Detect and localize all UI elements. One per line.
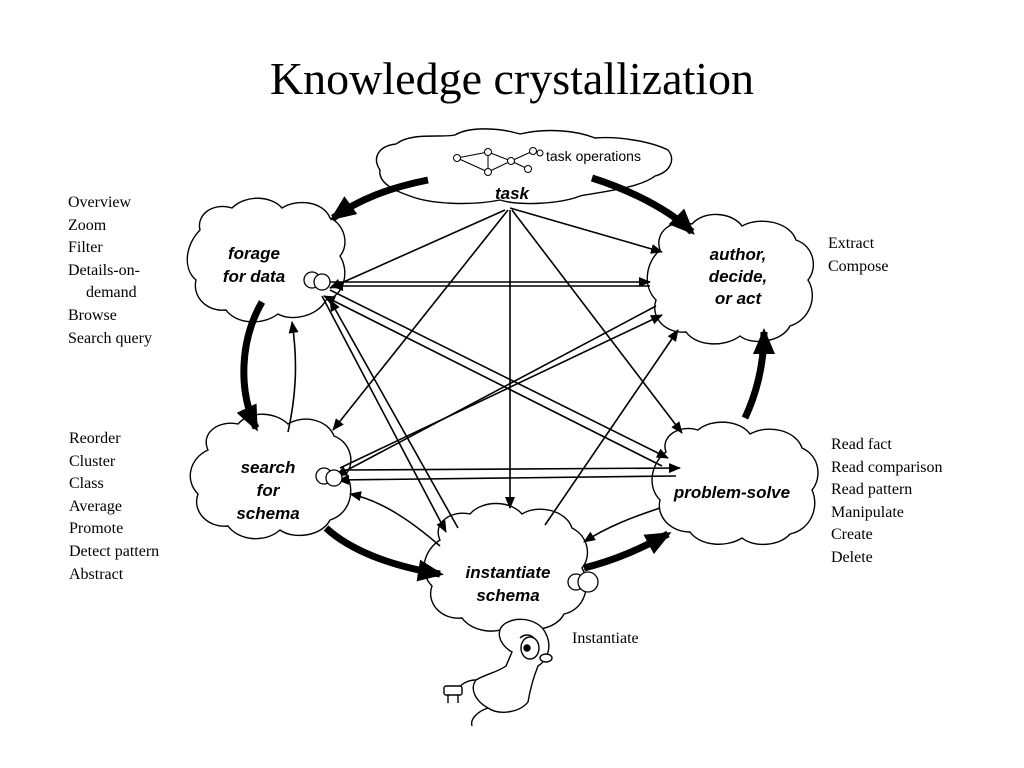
search-op-item: Abstract bbox=[69, 565, 124, 583]
search-to-instantiate-arrow bbox=[323, 525, 444, 582]
search-to-author-line bbox=[339, 314, 663, 469]
instantiate-to-search-return-arrow bbox=[349, 491, 441, 547]
author-label-line-3: or act bbox=[715, 289, 763, 308]
forage-to-search-arrow bbox=[236, 300, 266, 432]
search-cloud bbox=[189, 413, 352, 540]
forage-op-item: Details-on- bbox=[68, 261, 140, 279]
search-op-item: Average bbox=[69, 497, 122, 515]
problem-op-item: Read fact bbox=[831, 436, 892, 453]
search-label-line-3: schema bbox=[236, 504, 299, 523]
search-op-item: Class bbox=[69, 475, 104, 493]
search-label-line-1: search bbox=[241, 458, 296, 477]
connection-arrows bbox=[321, 207, 683, 533]
forage-label-line-1: forage bbox=[228, 244, 280, 263]
problem-op-item: Delete bbox=[831, 548, 873, 566]
instantiate-to-author-line bbox=[544, 329, 679, 526]
page-title: Knowledge crystallization bbox=[269, 53, 755, 104]
eye-glyphs bbox=[303, 271, 599, 593]
task-to-author-arrow bbox=[590, 174, 695, 235]
search-op-item: Reorder bbox=[69, 430, 121, 447]
forage-op-item: Browse bbox=[68, 306, 117, 324]
problem-cloud bbox=[651, 421, 819, 545]
forage-op-item: Filter bbox=[68, 239, 103, 257]
instantiate-label-line-1: instantiate bbox=[465, 563, 550, 582]
task-to-author-line bbox=[509, 207, 663, 254]
author-cloud bbox=[646, 213, 815, 345]
instantiate-label-line-2: schema bbox=[476, 586, 539, 605]
forage-op-item: Overview bbox=[68, 194, 132, 211]
problem-op-item: Manipulate bbox=[831, 503, 904, 521]
forage-to-instantiate-line bbox=[321, 295, 447, 533]
forage-operations-list: Overview Zoom Filter Details-on- demand … bbox=[68, 192, 152, 350]
cycle-arrows bbox=[236, 174, 775, 582]
author-operations-list: Extract Compose bbox=[828, 233, 888, 278]
search-to-forage-return-arrow bbox=[287, 321, 299, 433]
problem-op-item: Read pattern bbox=[831, 481, 913, 499]
author-to-search-line bbox=[335, 305, 657, 477]
task-label: task bbox=[495, 184, 531, 203]
forage-op-item: demand bbox=[86, 284, 137, 302]
instantiate-to-problem-arrow bbox=[583, 530, 672, 572]
author-label-line-2: decide, bbox=[709, 267, 768, 286]
problem-to-instantiate-return-arrow bbox=[583, 507, 661, 543]
search-op-item: Promote bbox=[69, 520, 124, 538]
search-to-problem-line bbox=[343, 463, 681, 474]
search-eye-icon bbox=[315, 467, 343, 487]
forage-op-item: Zoom bbox=[68, 216, 107, 234]
problem-op-item: Read comparison bbox=[831, 458, 943, 476]
problem-op-item: Create bbox=[831, 526, 873, 544]
return-arrows bbox=[287, 321, 661, 547]
search-label-line-2: for bbox=[257, 481, 281, 500]
author-op-item: Compose bbox=[828, 257, 889, 275]
cartoon-character-illustration bbox=[443, 618, 553, 727]
forage-label-line-2: for data bbox=[223, 267, 285, 286]
task-to-forage-arrow bbox=[329, 176, 429, 221]
search-operations-list: Reorder Cluster Class Average Promote De… bbox=[69, 428, 159, 586]
forage-eye-icon bbox=[303, 271, 331, 291]
problem-operations-list: Read fact Read comparison Read pattern M… bbox=[831, 434, 943, 570]
author-label-line-1: author, bbox=[710, 245, 767, 264]
search-op-item: Cluster bbox=[69, 452, 116, 470]
task-to-search-line bbox=[332, 209, 509, 431]
problem-to-search-line bbox=[337, 474, 677, 485]
problem-label: problem-solve bbox=[673, 483, 790, 502]
task-operations-label: task operations bbox=[546, 148, 641, 164]
search-op-item: Detect pattern bbox=[69, 542, 160, 560]
problem-to-forage-line bbox=[323, 295, 663, 467]
forage-op-item: Search query bbox=[68, 329, 152, 347]
task-to-problem-line bbox=[511, 209, 683, 434]
task-network-icon bbox=[453, 147, 544, 176]
forage-to-problem-line bbox=[329, 289, 669, 459]
task-to-forage-line bbox=[329, 209, 506, 289]
problem-to-author-arrow bbox=[741, 328, 775, 420]
instantiate-eye-icon bbox=[567, 571, 599, 593]
author-op-item: Extract bbox=[828, 235, 875, 252]
instantiate-to-forage-line bbox=[329, 299, 459, 529]
task-cloud bbox=[375, 128, 673, 205]
instantiate-operation-label: Instantiate bbox=[572, 630, 639, 647]
